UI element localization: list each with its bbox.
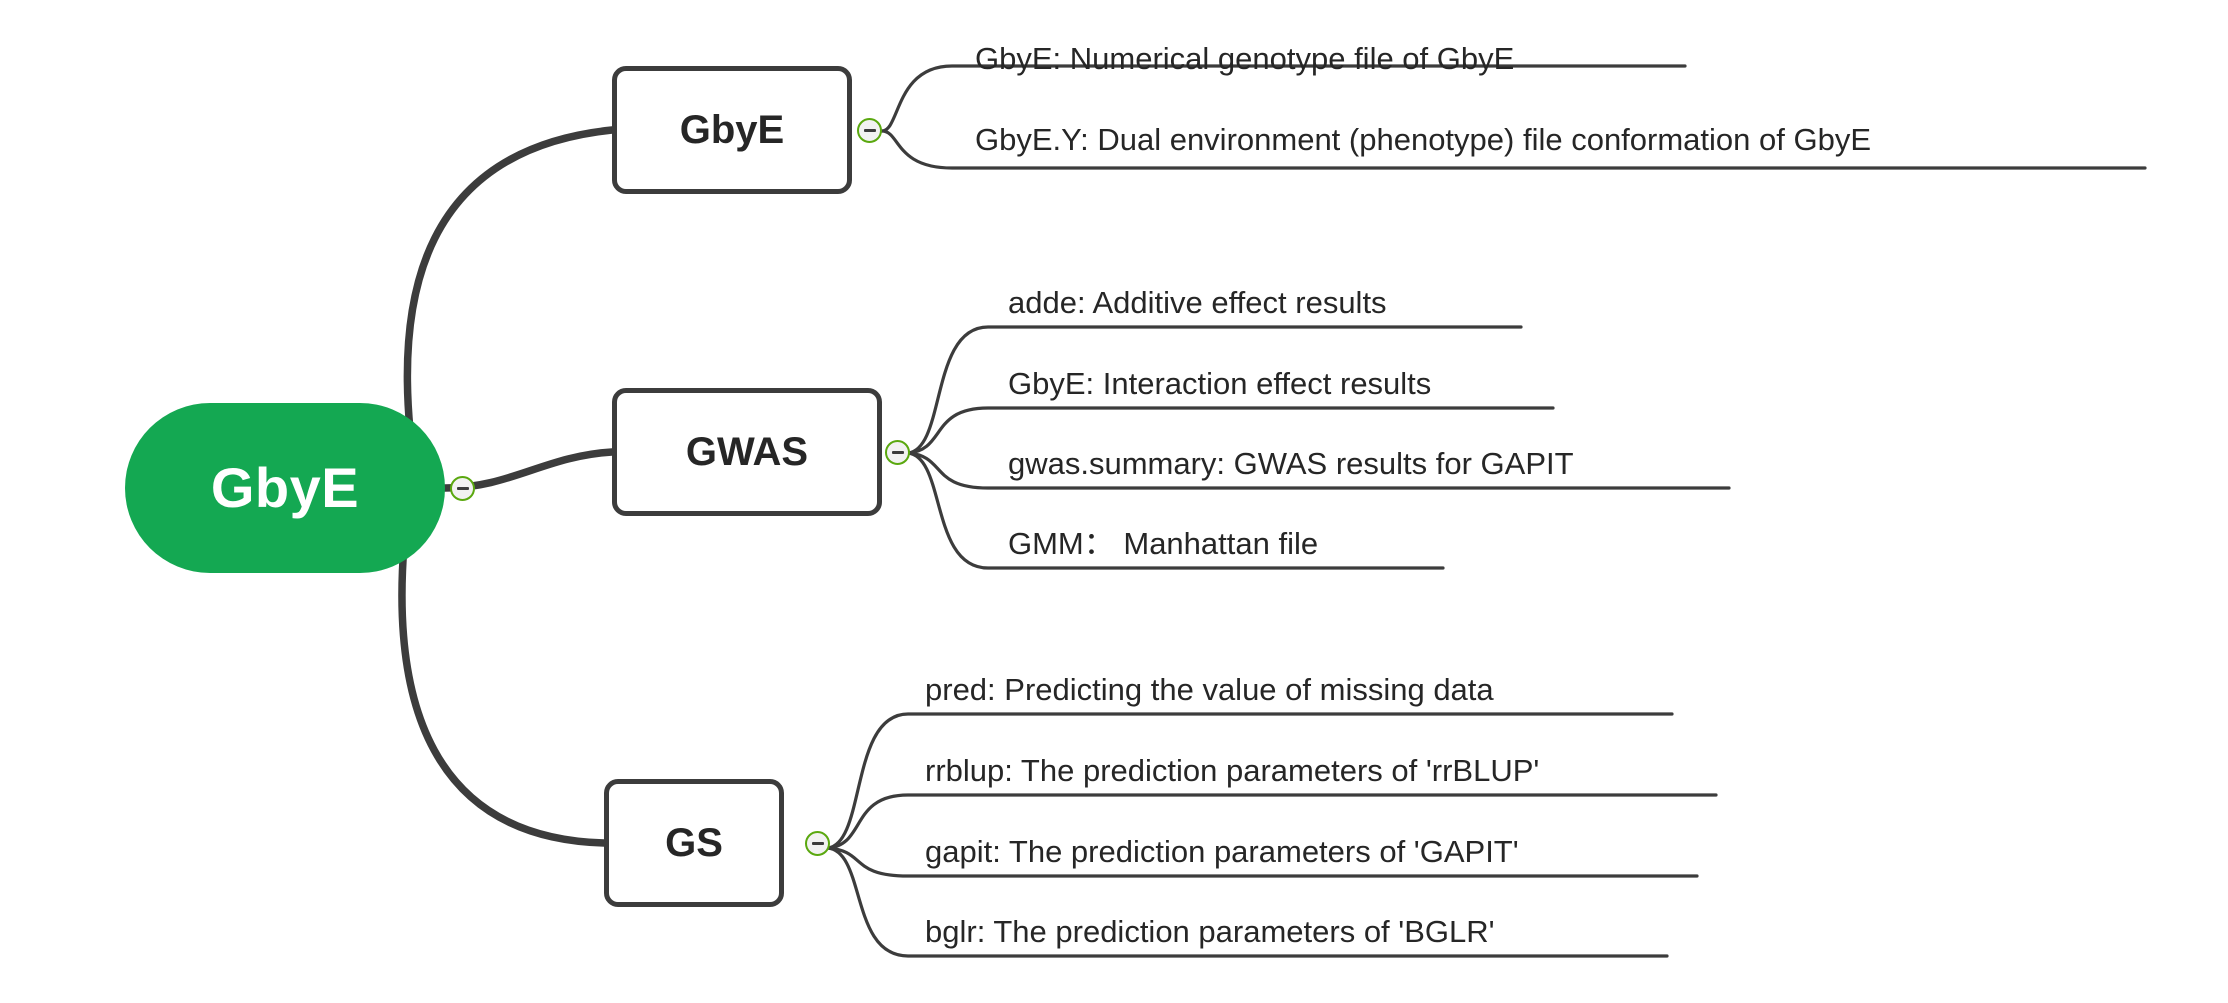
branch-gbye-collapse-toggle[interactable]: [857, 118, 882, 143]
leaf-node-gs-3[interactable]: bglr: The prediction parameters of 'BGLR…: [925, 914, 1495, 949]
branch-node-gbye-label: GbyE: [679, 108, 785, 152]
leaf-node-gwas-0[interactable]: adde: Additive effect results: [1008, 285, 1387, 320]
connector-root-to-gs: [398, 541, 608, 847]
branch-node-gwas-label: GWAS: [685, 430, 809, 474]
leaf-node-gs-1[interactable]: rrblup: The prediction parameters of 'rr…: [925, 753, 1540, 788]
branch-node-gs[interactable]: GS: [604, 779, 784, 907]
leaf-node-gwas-2[interactable]: gwas.summary: GWAS results for GAPIT: [1008, 446, 1574, 481]
collapse-minus-icon: [863, 129, 876, 132]
leaf-node-gbye-0[interactable]: GbyE: Numerical genotype file of GbyE: [975, 41, 1515, 76]
branch-node-gs-label: GS: [665, 821, 723, 865]
root-node[interactable]: GbyE: [125, 403, 445, 573]
root-node-label: GbyE: [210, 456, 360, 519]
branch-gs-collapse-toggle[interactable]: [805, 831, 830, 856]
branch-gwas-collapse-toggle[interactable]: [885, 440, 910, 465]
leaf-node-gs-2[interactable]: gapit: The prediction parameters of 'GAP…: [925, 834, 1519, 869]
leaf-node-gwas-3[interactable]: GMM： Manhattan file: [1008, 526, 1319, 561]
collapse-minus-icon: [891, 451, 904, 454]
leaf-node-gs-0[interactable]: pred: Predicting the value of missing da…: [925, 672, 1494, 707]
root-collapse-toggle[interactable]: [450, 476, 475, 501]
branch-node-gwas[interactable]: GWAS: [612, 388, 882, 516]
collapse-minus-icon: [456, 487, 469, 490]
leaf-node-gwas-1[interactable]: GbyE: Interaction effect results: [1008, 366, 1432, 401]
branch-node-gbye[interactable]: GbyE: [612, 66, 852, 194]
leaf-node-gbye-1[interactable]: GbyE.Y: Dual environment (phenotype) fil…: [975, 122, 1872, 157]
collapse-minus-icon: [811, 842, 824, 845]
connector-root-to-gbye: [403, 126, 616, 434]
